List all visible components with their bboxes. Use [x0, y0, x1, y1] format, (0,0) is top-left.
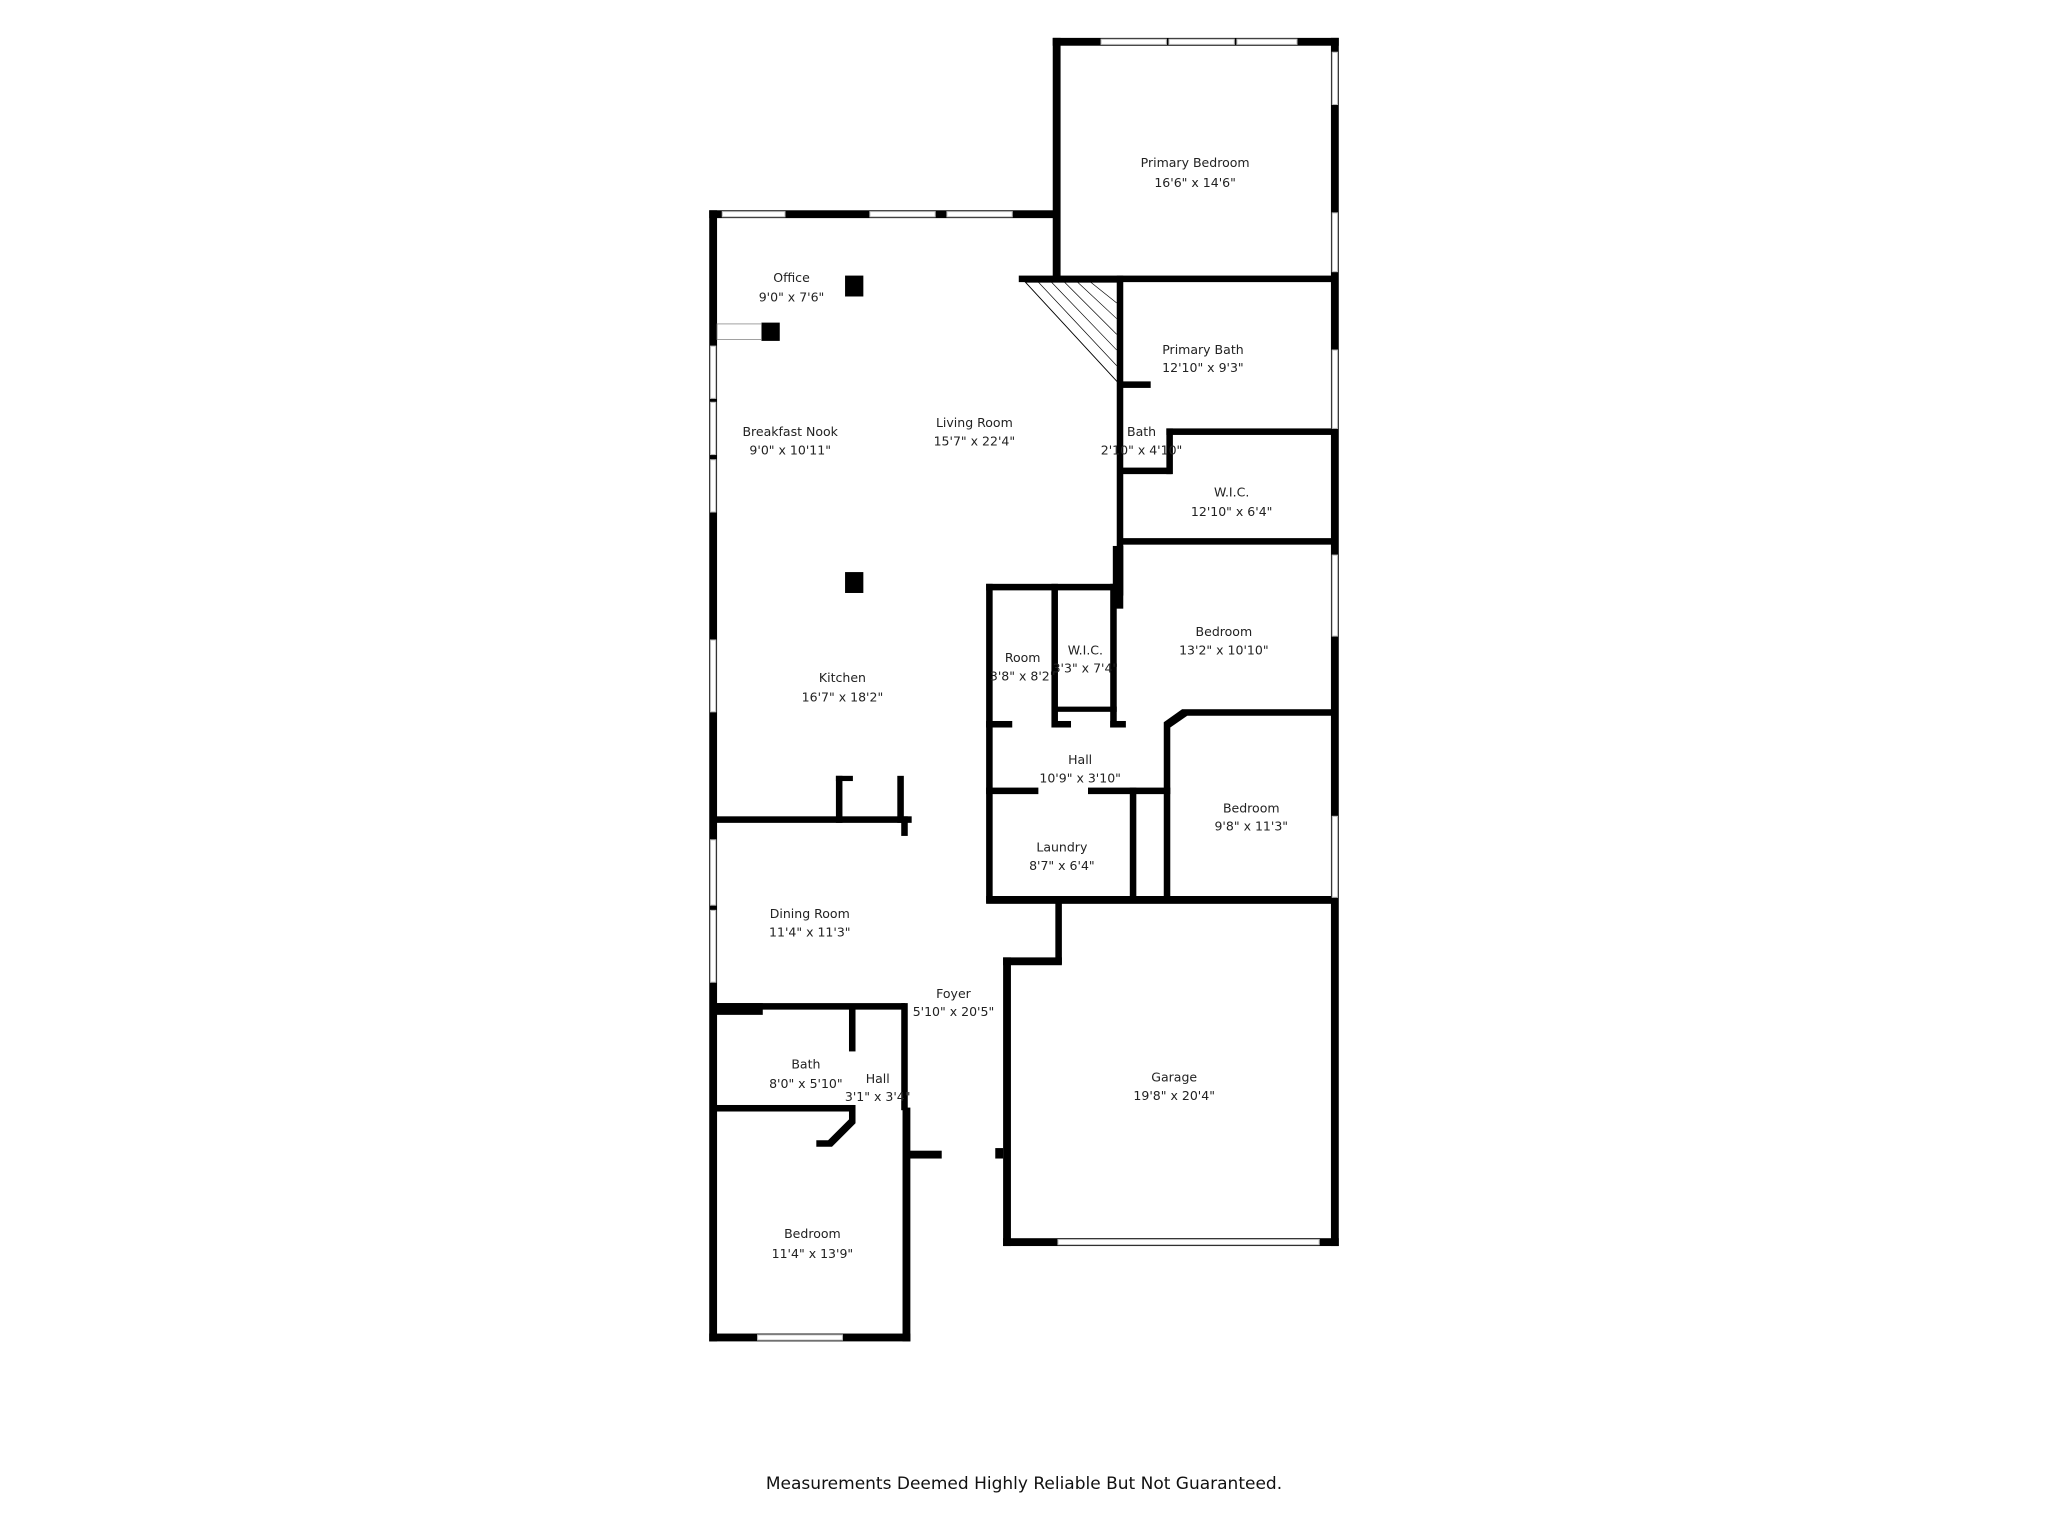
room-name: Bedroom: [1223, 800, 1280, 815]
room-name: Living Room: [936, 415, 1013, 430]
room-size: 19'8" x 20'4": [1133, 1088, 1215, 1103]
room-size: 15'7" x 22'4": [934, 433, 1016, 448]
room-size: 13'2" x 10'10": [1179, 642, 1269, 657]
room-name: Garage: [1151, 1069, 1197, 1084]
room-size: 10'9" x 3'10": [1039, 770, 1121, 785]
room-name: Dining Room: [770, 906, 850, 921]
room-name: Foyer: [936, 986, 972, 1001]
room-size: 3'3" x 7'4": [1053, 661, 1119, 676]
room-size: 11'4" x 11'3": [769, 924, 851, 939]
room-size: 9'0" x 7'6": [759, 290, 825, 305]
room-size: 16'6" x 14'6": [1154, 175, 1236, 190]
room-size: 12'10" x 6'4": [1191, 504, 1273, 519]
room-size: 3'8" x 8'2": [990, 668, 1056, 683]
room-name: Breakfast Nook: [742, 424, 838, 439]
room-size: 8'7" x 6'4": [1029, 858, 1095, 873]
room-name: W.I.C.: [1068, 642, 1103, 657]
room-size: 5'10" x 20'5": [913, 1004, 995, 1019]
room-name: Room: [1005, 650, 1041, 665]
room-name: Kitchen: [819, 670, 866, 685]
room-size: 11'4" x 13'9": [772, 1246, 854, 1261]
room-labels: Primary Bedroom 16'6" x 14'6" Office 9'0…: [742, 155, 1288, 1261]
room-size: 8'0" x 5'10": [769, 1076, 843, 1091]
room-size: 16'7" x 18'2": [802, 689, 884, 704]
room-name: Bedroom: [784, 1226, 841, 1241]
room-size: 9'8" x 11'3": [1214, 819, 1288, 834]
windows: [710, 38, 1338, 1341]
room-size: 9'0" x 10'11": [749, 443, 831, 458]
room-name: Bath: [791, 1056, 820, 1071]
room-name: Hall: [1068, 752, 1092, 767]
room-name: Primary Bath: [1162, 342, 1243, 357]
room-name: Hall: [866, 1071, 890, 1086]
room-size: 12'10" x 9'3": [1162, 360, 1244, 375]
room-name: Bedroom: [1196, 624, 1253, 639]
room-name: Primary Bedroom: [1141, 155, 1250, 170]
room-name: Office: [773, 270, 810, 285]
room-size: 2'10" x 4'10": [1101, 443, 1183, 458]
room-name: Laundry: [1036, 840, 1088, 855]
room-name: Bath: [1127, 424, 1156, 439]
disclaimer-footer: Measurements Deemed Highly Reliable But …: [765, 1474, 1283, 1494]
room-size: 3'1" x 3'4": [845, 1089, 911, 1104]
room-name: W.I.C.: [1214, 484, 1249, 499]
